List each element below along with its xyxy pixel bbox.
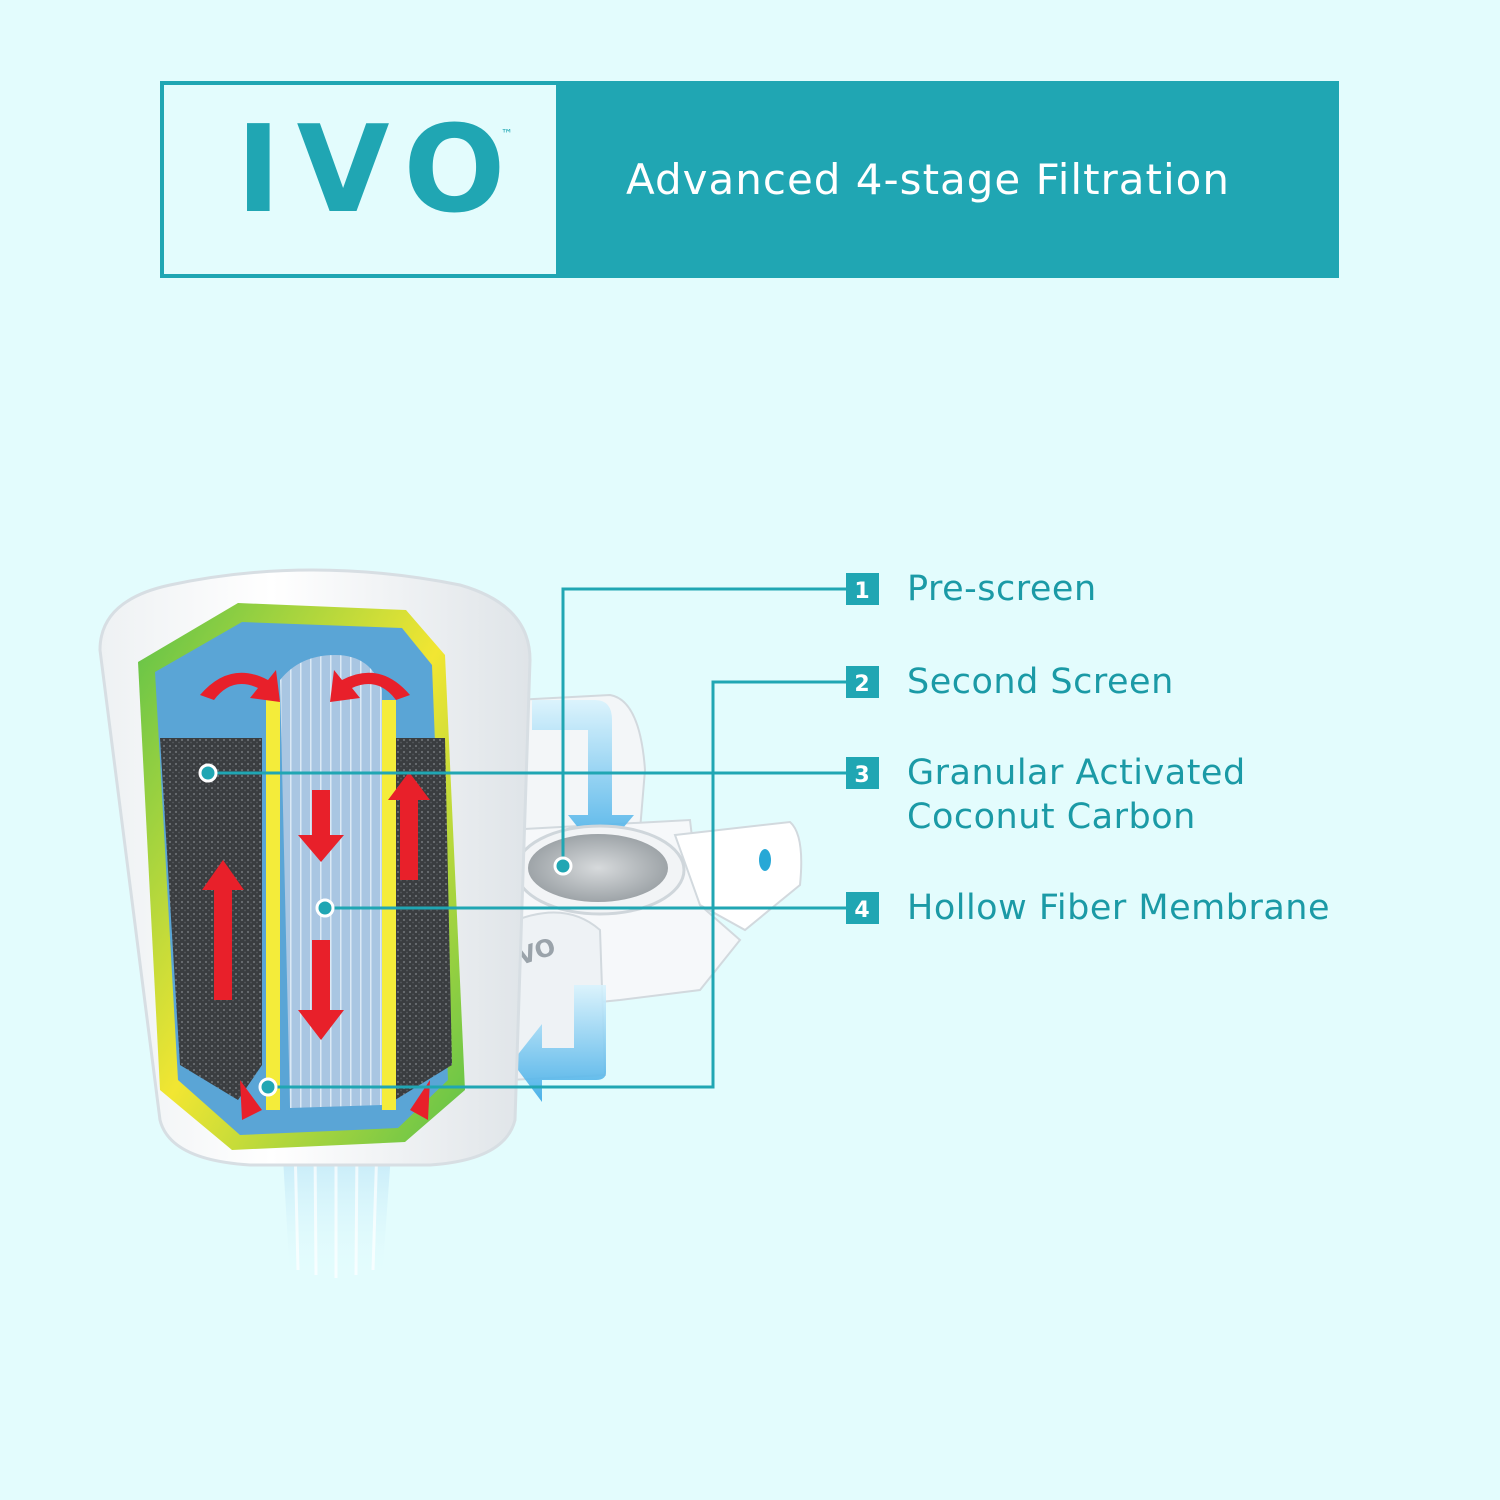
prescreen-disc bbox=[514, 824, 686, 916]
callout-dot-1 bbox=[553, 856, 573, 876]
stage-badges: 1 2 3 4 bbox=[846, 573, 879, 924]
callout-dot-4 bbox=[315, 898, 335, 918]
stage-label-2: Second Screen bbox=[907, 662, 1174, 702]
logo-panel: IVO ™ bbox=[164, 85, 556, 274]
flow-arrows bbox=[200, 670, 430, 1040]
stage-number-2: 2 bbox=[854, 672, 869, 697]
page-title: Advanced 4-stage Filtration bbox=[626, 155, 1230, 204]
stage-number-4: 4 bbox=[854, 898, 869, 923]
ivo-logo: IVO bbox=[236, 101, 522, 240]
callout-lines bbox=[208, 587, 848, 1089]
filter-housing bbox=[98, 568, 532, 1167]
stage-badge-2: 2 bbox=[846, 666, 879, 698]
stage-label-3-line2: Coconut Carbon bbox=[907, 797, 1196, 837]
callout-dot-3 bbox=[198, 763, 218, 783]
stage-label-3: Granular Activated bbox=[907, 753, 1246, 793]
stage-badge-1: 1 bbox=[846, 573, 879, 605]
indicator-light bbox=[759, 849, 771, 871]
header-banner: IVO ™ Advanced 4-stage Filtration bbox=[160, 81, 1339, 278]
outflow-arrow bbox=[512, 985, 606, 1102]
stage-label-1: Pre-screen bbox=[907, 569, 1097, 609]
stage-number-3: 3 bbox=[854, 763, 869, 788]
leader-line-2 bbox=[268, 680, 848, 1089]
stage-badge-4: 4 bbox=[846, 892, 879, 924]
stage-number-1: 1 bbox=[854, 579, 869, 604]
stage-badge-3: 3 bbox=[846, 757, 879, 789]
stage-label-4: Hollow Fiber Membrane bbox=[907, 888, 1331, 928]
inflow-arrow bbox=[532, 700, 634, 855]
callout-dots bbox=[198, 763, 573, 1097]
water-stream bbox=[282, 1140, 392, 1280]
trademark-symbol: ™ bbox=[501, 127, 513, 141]
callout-dot-2 bbox=[258, 1077, 278, 1097]
